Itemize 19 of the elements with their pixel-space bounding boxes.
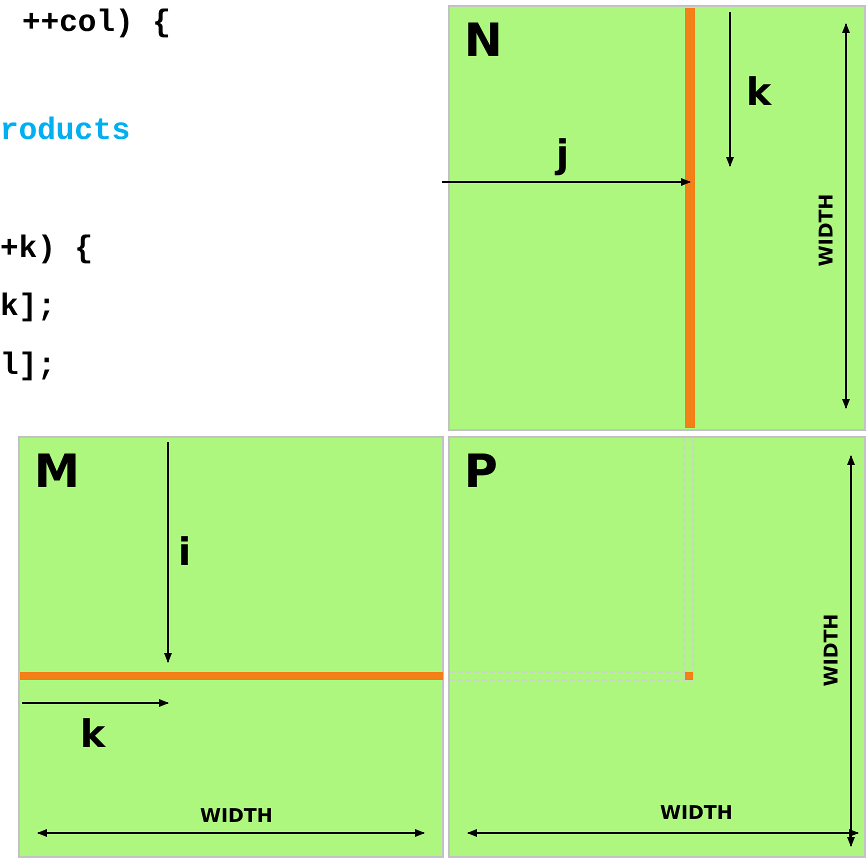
index-label: j (556, 132, 570, 176)
index-label: i (178, 530, 192, 574)
matrix-block (18, 436, 444, 858)
matrix-block (448, 5, 866, 431)
matrix-name: P (464, 448, 498, 494)
code-line: l]; (0, 349, 56, 384)
matrix-block (448, 436, 866, 858)
dimension-label: WIDTH (814, 194, 837, 266)
dimension-label: WIDTH (660, 802, 733, 824)
code-line: ++col) { (22, 6, 171, 41)
code-comment: roducts (0, 114, 130, 149)
dimension-label: WIDTH (200, 805, 273, 827)
index-label: k (746, 70, 772, 114)
dimension-label: WIDTH (820, 614, 842, 686)
code-line: +k) { (0, 232, 94, 267)
index-label: k (80, 712, 106, 756)
code-line: k]; (0, 290, 56, 325)
matrix-name: N (464, 17, 502, 63)
matrix-name: M (34, 448, 80, 494)
